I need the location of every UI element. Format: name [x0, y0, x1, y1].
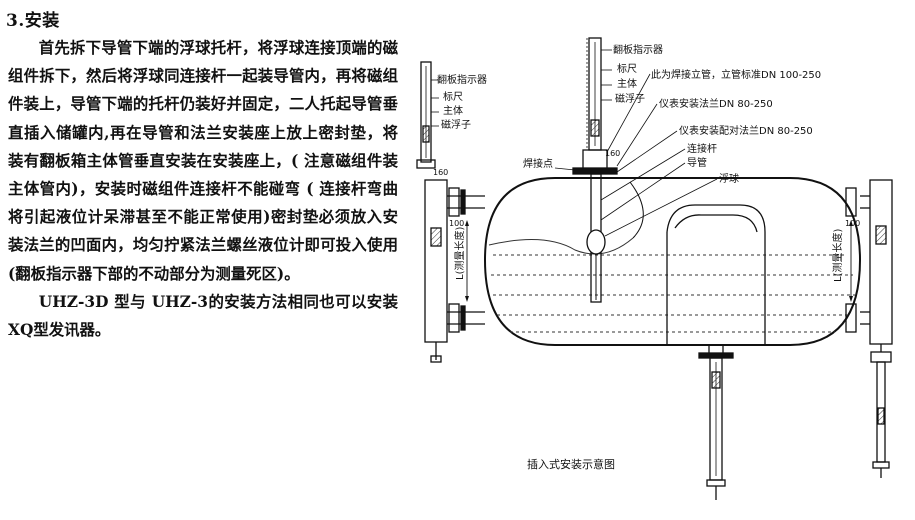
paragraph-xq-transmitter: UHZ-3D 型与 UHZ-3的安装方法相同也可以安装 XQ型发讯器。 [8, 292, 398, 340]
label-flap-indicator-top: 翻板指示器 [613, 43, 663, 56]
label-scale-left: 标尺 [443, 91, 463, 103]
left-indicator [416, 61, 485, 363]
dim-160-top: 160 [605, 149, 620, 158]
section-heading: 3.安装 [6, 11, 60, 31]
inner-chamber [629, 181, 766, 345]
diagram-caption: 插入式安装示意图 [527, 457, 615, 471]
label-float: 浮球 [719, 172, 739, 185]
label-weld-vertical-pipe: 此为焊接立管，立管标准DN 100-250 [651, 68, 821, 81]
paragraph-installation: 首先拆下导管下端的浮球托杆，将浮球连接顶端的磁组件拆下，然后将浮球同连接杆一起装… [8, 39, 398, 283]
installation-diagram: 160 100 160 L(测量长度) [416, 37, 893, 500]
label-connecting-rod: 连接杆 [687, 142, 717, 155]
label-mating-flange: 仪表安装配对法兰DN 80-250 [679, 124, 813, 137]
label-body-left: 主体 [443, 105, 463, 117]
top-indicator [572, 37, 618, 303]
measure-length-right: L(测量长度) [831, 229, 844, 282]
label-flap-indicator-left: 翻板指示器 [437, 73, 487, 86]
label-body-top: 主体 [617, 78, 637, 90]
label-magnet-left: 磁浮子 [441, 118, 471, 131]
label-weld-point: 焊接点 [523, 157, 553, 170]
label-instrument-flange: 仪表安装法兰DN 80-250 [659, 97, 773, 110]
measure-length-left: L(测量长度) [453, 227, 466, 280]
label-scale-top: 标尺 [617, 63, 637, 75]
dim-100-right: 100 [845, 219, 860, 228]
right-indicator [845, 179, 893, 478]
dim-100-left: 100 [449, 219, 464, 228]
tank-body [483, 177, 862, 346]
bottom-indicator [698, 344, 734, 500]
label-guide-pipe: 导管 [687, 156, 707, 169]
leader-lines [431, 49, 718, 237]
body-text: 首先拆下导管下端的浮球托杆，将浮球连接顶端的磁组件拆下，然后将浮球同连接杆一起装… [8, 34, 398, 344]
tank-liquid [488, 237, 855, 333]
dim-160-left: 160 [433, 168, 448, 177]
label-magnet-top: 磁浮子 [615, 92, 645, 105]
